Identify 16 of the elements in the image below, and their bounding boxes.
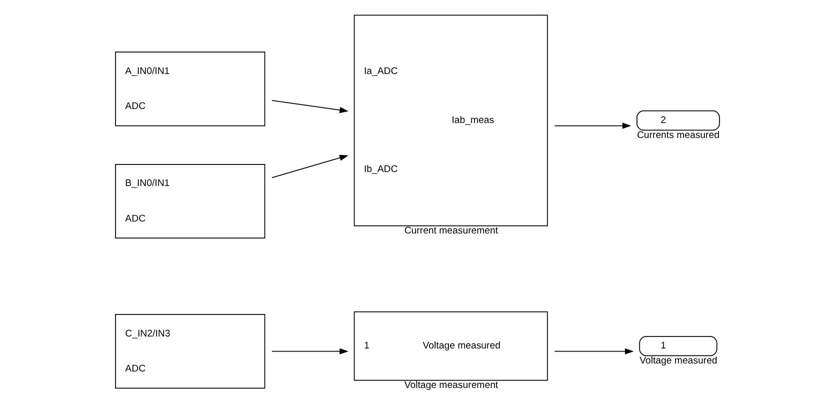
arrow xyxy=(554,348,634,354)
node-label: Voltage measured xyxy=(640,355,718,366)
node-box: A_IN0/IN1 ADC xyxy=(115,52,266,126)
node-box: C_IN2/IN3 ADC xyxy=(115,314,266,389)
arrow xyxy=(271,348,348,354)
node-box: 2 xyxy=(636,110,720,131)
node-box: Ia_ADC Ib_ADC Iab_meas xyxy=(354,14,548,226)
arrow xyxy=(271,100,348,114)
node-label: Voltage measurement xyxy=(404,380,498,392)
node-label: Currents measured xyxy=(636,130,720,141)
node-box: 1 Voltage measured xyxy=(354,311,548,381)
node-label: Current measurement xyxy=(404,226,498,237)
arrow xyxy=(271,154,348,178)
arrow xyxy=(554,122,632,129)
node-box: B_IN0/IN1 ADC xyxy=(115,164,266,239)
node-box: 1 xyxy=(639,336,718,356)
